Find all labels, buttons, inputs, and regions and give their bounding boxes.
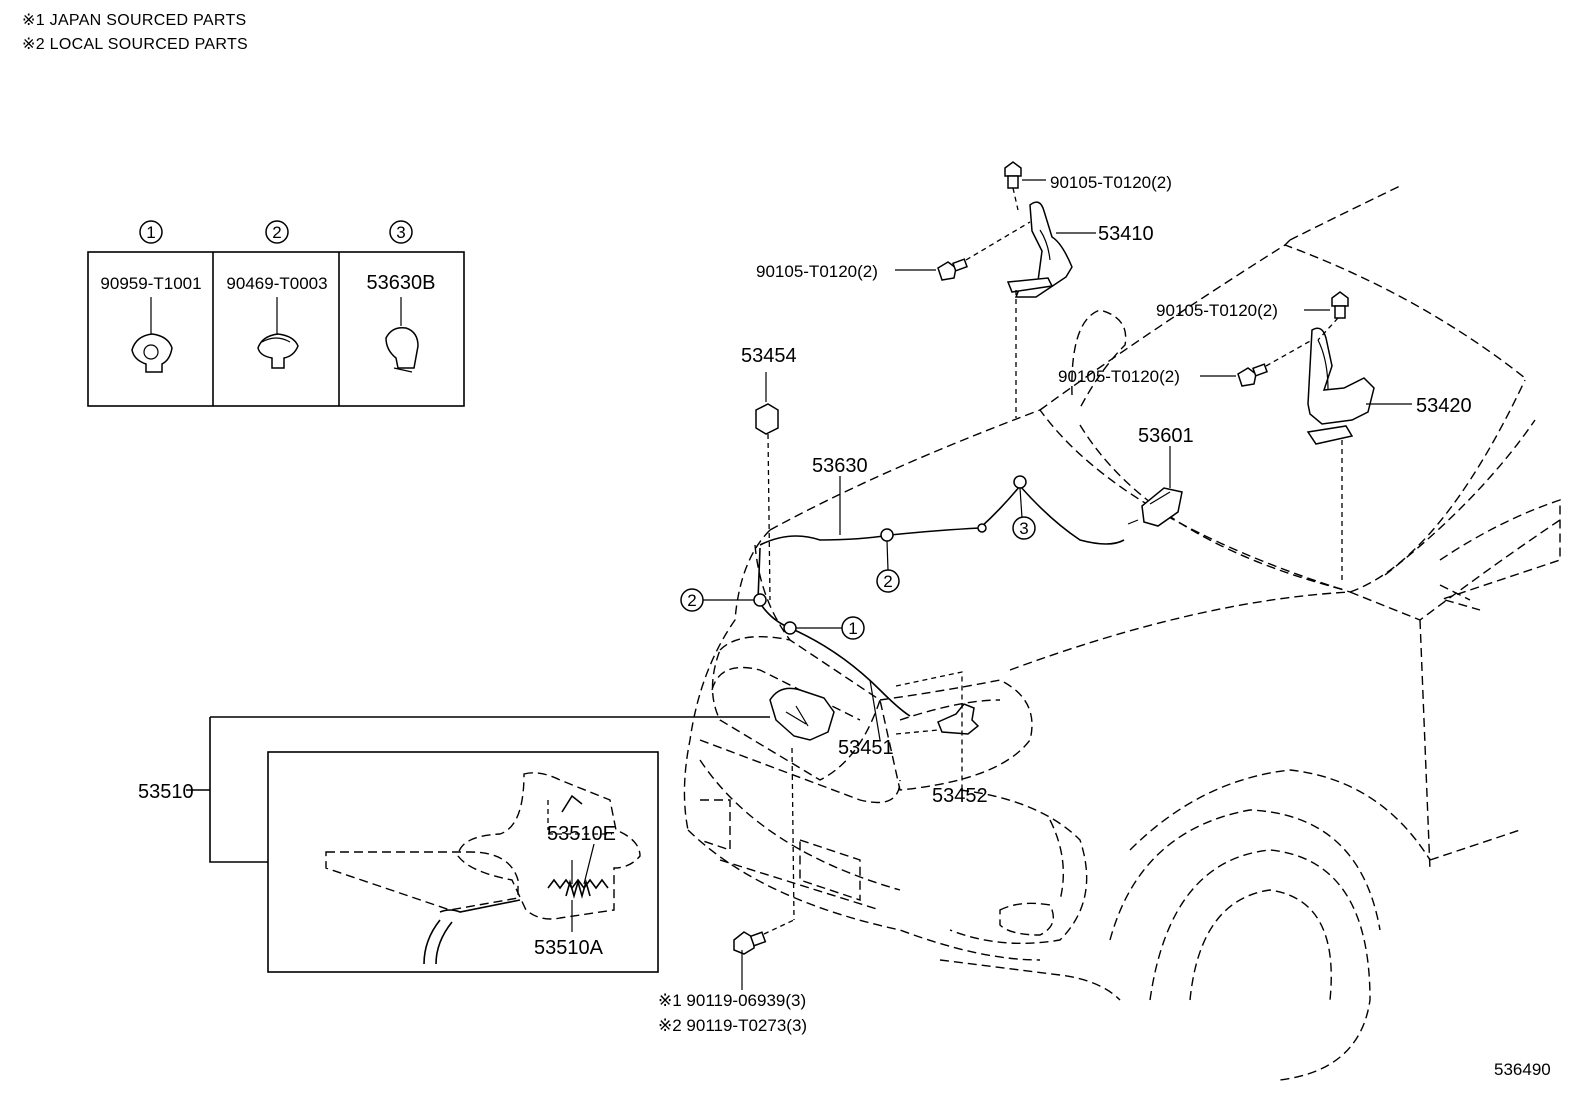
cable-marker-1: 1: [796, 616, 865, 640]
legend-part-1: 90959-T1001: [100, 274, 201, 293]
clip-53630B-icon: [385, 297, 419, 373]
cable-marker-2-left: 2: [680, 588, 754, 612]
label-53452: 53452: [932, 785, 988, 807]
label-bolt-right-mid: 90105-T0120(2): [1058, 367, 1180, 386]
svg-text:3: 3: [1019, 519, 1028, 538]
note-japan-sourced: ※1 JAPAN SOURCED PARTS: [22, 12, 247, 29]
svg-text:1: 1: [848, 619, 857, 638]
label-53601: 53601: [1138, 425, 1194, 447]
label-bolt-top: 90105-T0120(2): [1050, 173, 1172, 192]
label-bolt-bottom-2: ※2 90119-T0273(3): [658, 1016, 807, 1035]
svg-text:3: 3: [396, 223, 405, 242]
cable-marker-3: 3: [1012, 487, 1036, 540]
label-53510A: 53510A: [534, 937, 604, 959]
label-bolt-left-53410: 90105-T0120(2): [756, 262, 878, 281]
legend-part-3: 53630B: [367, 272, 436, 294]
hood-release-53601: 53601: [1127, 425, 1194, 527]
bolt-bottom-icon: ※1 90119-06939(3) ※2 90119-T0273(3): [658, 919, 807, 1035]
svg-text:2: 2: [272, 223, 281, 242]
release-cable-53630: 53630: [753, 455, 1125, 717]
cushion-53454: 53454: [741, 345, 797, 601]
figure-id: 536490: [1494, 1060, 1551, 1079]
svg-text:2: 2: [687, 591, 696, 610]
svg-text:2: 2: [883, 572, 892, 591]
note-local-sourced: ※2 LOCAL SOURCED PARTS: [22, 36, 248, 53]
bolt-right-top-icon: 90105-T0120(2): [1156, 291, 1349, 341]
hood-hinge-53410: 53410: [1006, 201, 1154, 418]
clip-90469-icon: [257, 297, 299, 369]
bolt-top-icon: 90105-T0120(2): [1004, 161, 1172, 211]
support-53451: 53451: [838, 679, 894, 759]
label-53454: 53454: [741, 345, 797, 367]
label-bolt-right-top: 90105-T0120(2): [1156, 301, 1278, 320]
clip-90959-icon: [131, 297, 173, 373]
label-bolt-bottom-1: ※1 90119-06939(3): [658, 991, 806, 1010]
legend-marker-1: 1: [139, 220, 163, 244]
legend-table: 1 2 3 90959-T1001 90469-T0003 53630B: [87, 220, 465, 407]
hood-hinge-53420: 53420: [1306, 327, 1472, 582]
label-53510: 53510: [138, 781, 194, 803]
cable-marker-2-top: 2: [876, 540, 900, 593]
vehicle-outline: [683, 185, 1561, 1081]
bolt-left-53410-icon: 90105-T0120(2): [756, 221, 1031, 281]
label-53420: 53420: [1416, 395, 1472, 417]
legend-marker-3: 3: [389, 220, 413, 244]
label-53510E: 53510E: [547, 823, 616, 845]
bracket-53452: 53452: [895, 671, 988, 807]
bolt-right-mid-icon: 90105-T0120(2): [1058, 339, 1313, 387]
legend-marker-2: 2: [265, 220, 289, 244]
label-53630: 53630: [812, 455, 868, 477]
svg-text:1: 1: [146, 223, 155, 242]
hood-lock-detail-inset: 53510E 53510A: [267, 751, 659, 973]
label-53410: 53410: [1098, 223, 1154, 245]
legend-part-2: 90469-T0003: [226, 274, 327, 293]
label-53451: 53451: [838, 737, 894, 759]
hood-lock-53510: 53510: [138, 687, 835, 921]
